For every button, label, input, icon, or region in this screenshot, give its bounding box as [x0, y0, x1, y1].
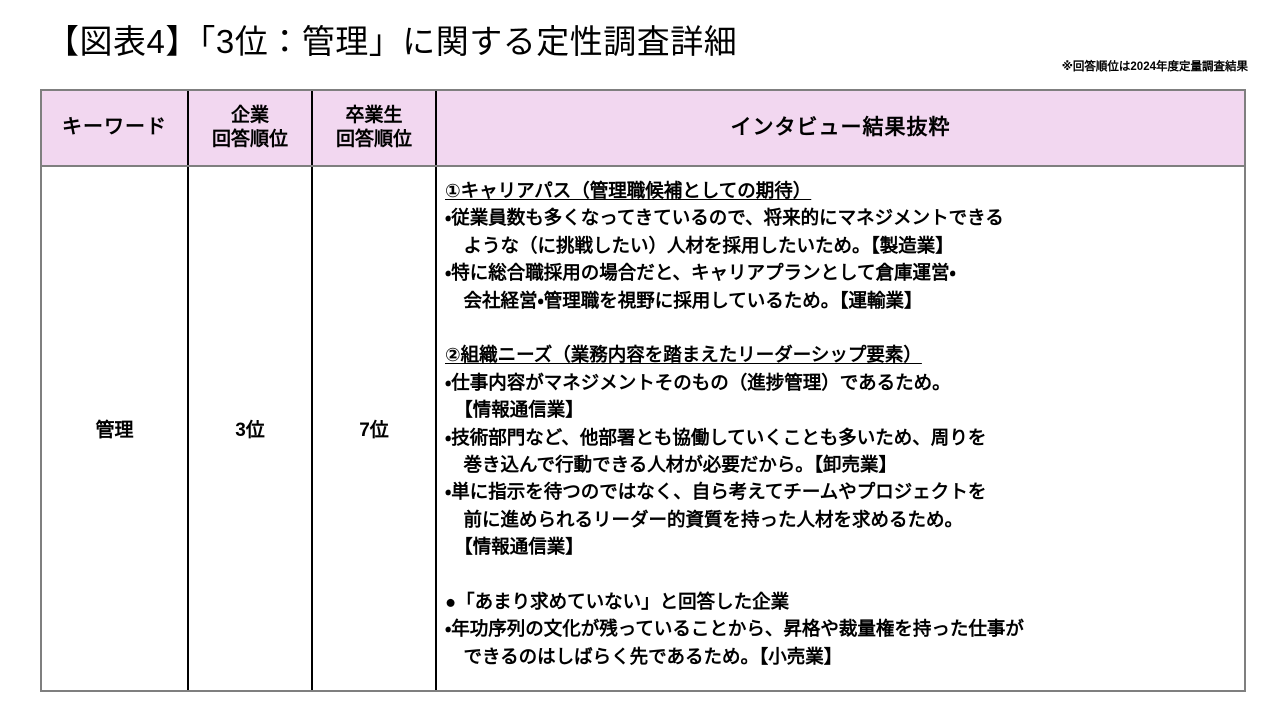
qualitative-survey-table: キーワード 企業 回答順位 卒業生 回答順位 インタビュー結果抜粋 管理 3位 … [40, 89, 1246, 692]
cell-company-rank: 3位 [189, 167, 313, 690]
cell-interview-excerpt: ①キャリアパス（管理職候補としての期待） ・従業員数も多くなってきているので、将来… [437, 167, 1244, 690]
column-header-company-rank: 企業 回答順位 [189, 91, 313, 165]
table-row: 管理 3位 7位 ①キャリアパス（管理職候補としての期待） ・従業員数も多くなって… [42, 167, 1244, 690]
excerpt-line: 前に進められるリーダー的資質を持った人材を求めるため。 [445, 508, 964, 530]
column-header-company-rank-line2: 回答順位 [211, 129, 288, 150]
excerpt-block-heading: ①キャリアパス（管理職候補としての期待） [445, 180, 812, 201]
excerpt-line: 巻き込んで行動できる人材が必要だから。【卸売業】 [445, 454, 897, 476]
cell-alumni-rank: 7位 [313, 167, 437, 690]
column-header-alumni-rank-line2: 回答順位 [335, 129, 412, 150]
page-title: 【図表4】「3位：管理」に関する定性調査詳細 [46, 23, 738, 60]
excerpt-line: 【情報通信業】 [445, 536, 584, 558]
column-header-keyword: キーワード [42, 91, 189, 165]
excerpt-block-spacer [445, 314, 1238, 341]
excerpt-line: ・仕事内容がマネジメントそのもの（進捗管理）であるため。 [445, 371, 951, 393]
excerpt-line: ・年功序列の文化が残っていることから、昇格や裁量権を持った仕事が [445, 618, 1024, 640]
excerpt-block-heading: ●「あまり求めていない」と回答した企業 [445, 591, 790, 613]
source-note: ※回答順位は2024年度定量調査結果 [1061, 61, 1248, 73]
table-header-row: キーワード 企業 回答順位 卒業生 回答順位 インタビュー結果抜粋 [42, 91, 1244, 167]
title-area: 【図表4】「3位：管理」に関する定性調査詳細 ※回答順位は2024年度定量調査結… [0, 0, 1280, 89]
column-header-alumni-rank-line1: 卒業生 [345, 104, 403, 126]
cell-keyword: 管理 [42, 167, 189, 690]
excerpt-line: ・技術部門など、他部署とも協働していくことも多いため、周りを [445, 426, 987, 448]
excerpt-line: ような（に挑戦したい）人材を採用したいため。【製造業】 [445, 234, 954, 256]
excerpt-line: ・単に指示を待つのではなく、自ら考えてチームやプロジェクトを [445, 481, 987, 503]
excerpt-line: ・従業員数も多くなってきているので、将来的にマネジメントできる [445, 207, 1004, 229]
excerpt-line: 【情報通信業】 [445, 399, 584, 421]
excerpt-block-heading: ②組織ニーズ（業務内容を踏まえたリーダーシップ要素） [445, 344, 922, 366]
column-header-alumni-rank: 卒業生 回答順位 [313, 91, 437, 165]
excerpt-line: 会社経営・管理職を視野に採用しているため。【運輸業】 [445, 289, 923, 311]
excerpt-block-spacer [445, 561, 1238, 588]
column-header-company-rank-line1: 企業 [230, 104, 269, 126]
excerpt-line: できるのはしばらく先であるため。【小売業】 [445, 645, 843, 667]
excerpt-line: ・特に総合職採用の場合だと、キャリアプランとして倉庫運営・ [445, 262, 956, 284]
column-header-interview-excerpt: インタビュー結果抜粋 [730, 115, 951, 139]
